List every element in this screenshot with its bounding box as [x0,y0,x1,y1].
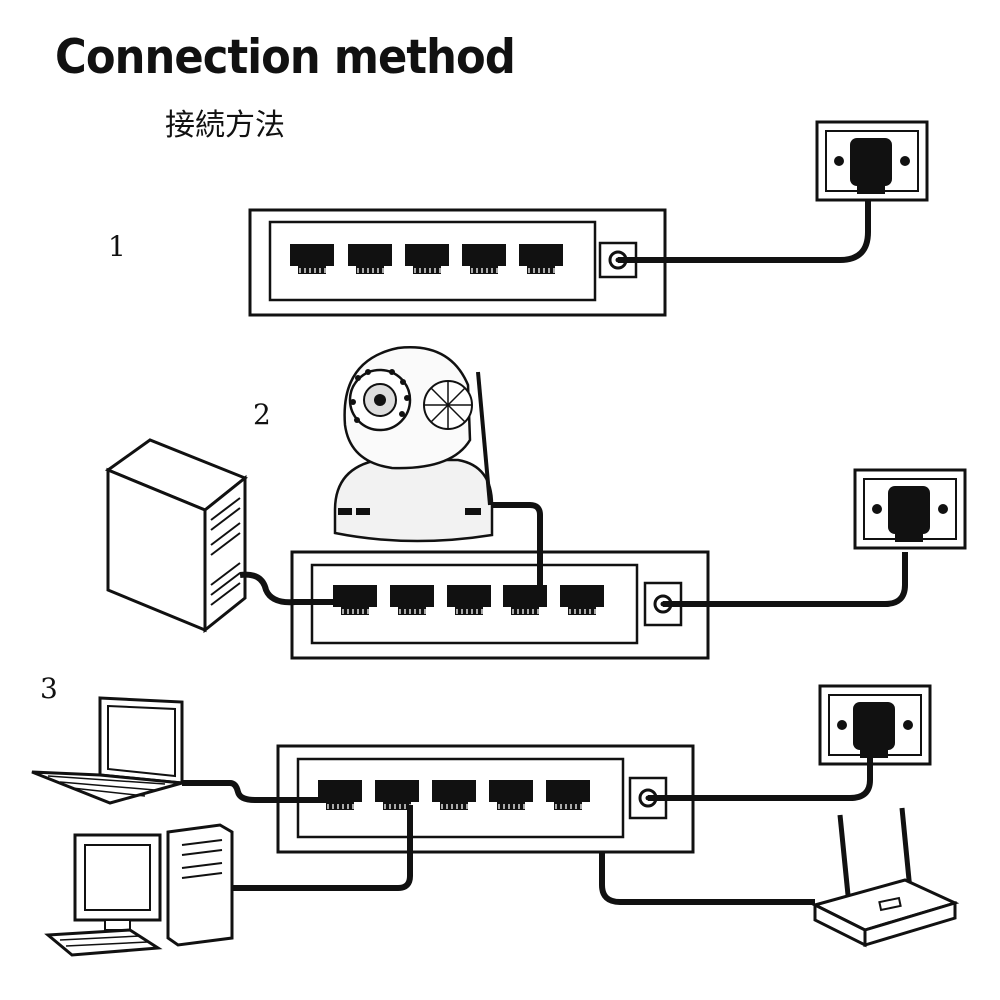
switch-2 [290,550,710,660]
laptop-icon [31,696,184,805]
ip-camera-icon [333,346,494,543]
power-outlet-3 [818,684,932,766]
power-cable-1 [618,200,871,263]
page-title: Connection method [55,30,516,85]
power-outlet-1 [815,120,929,202]
router-icon [810,807,960,948]
switch-3 [276,744,695,854]
desktop-computer-icon [44,823,234,957]
power-cable-2 [663,552,908,607]
power-cable-3 [648,758,873,801]
laptop-ethernet-cable [182,780,330,803]
computer-tower-icon [104,438,248,634]
step-number-2: 2 [253,398,271,431]
computer-ethernet-cable [239,571,350,606]
step-number-3: 3 [40,672,58,705]
page-subtitle: 接続方法 [165,108,285,143]
power-outlet-2 [853,468,967,550]
step-number-1: 1 [108,230,126,263]
camera-ethernet-cable [492,502,543,600]
switch-1 [248,208,667,317]
desktop-ethernet-cable [232,805,413,891]
router-ethernet-cable [599,852,815,905]
